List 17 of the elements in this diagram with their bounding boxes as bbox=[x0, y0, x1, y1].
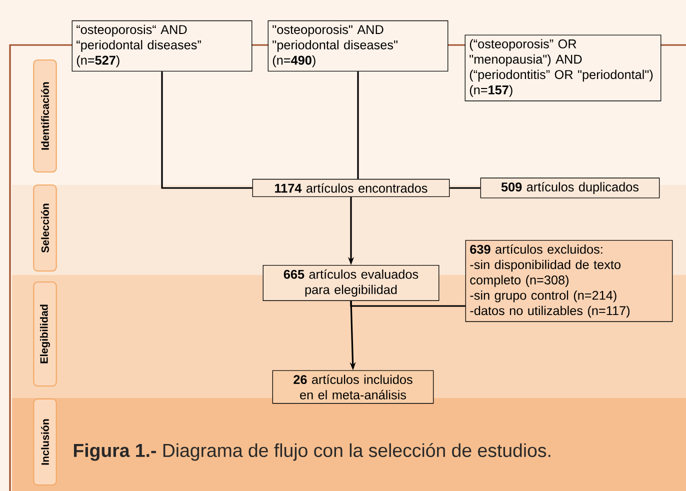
connector bbox=[357, 72, 359, 179]
stage-tab: Elegibilidad bbox=[33, 281, 57, 387]
stage-tab: Identificación bbox=[33, 59, 57, 173]
flow-box: (“osteoporosis” OR "menopausia") AND (“periodontitis” OR "periodontal") (n=157) bbox=[464, 34, 662, 102]
flow-box: 665 artículos evaluados para elegibilidad bbox=[262, 265, 440, 301]
flow-box: 509 artículos duplicados bbox=[480, 178, 660, 198]
connector bbox=[350, 300, 466, 307]
figure-caption: Figura 1.- Diagrama de flujo con la selección de estudios. bbox=[74, 443, 550, 461]
stage-tab: Selección bbox=[33, 184, 57, 272]
flow-box: “osteoporosis“ AND “periodontal diseases” (n=527) bbox=[72, 20, 252, 72]
flow-box: "osteoporosis" AND "periodontal diseases" (n=490) bbox=[268, 20, 448, 72]
flow-box: 639 artículos excluidos: -sin disponibilidad de texto completo (n=308) -sin grupo control (n=214) -datos no utilizables (n=117) bbox=[465, 240, 673, 322]
flow-box: 26 artículos incluidos en el meta-análisis bbox=[272, 370, 434, 404]
stage-tab: Inclusión bbox=[33, 398, 57, 486]
connector bbox=[450, 187, 480, 189]
flow-box: 1174 artículos encontrados bbox=[252, 178, 450, 198]
connector bbox=[161, 72, 252, 189]
